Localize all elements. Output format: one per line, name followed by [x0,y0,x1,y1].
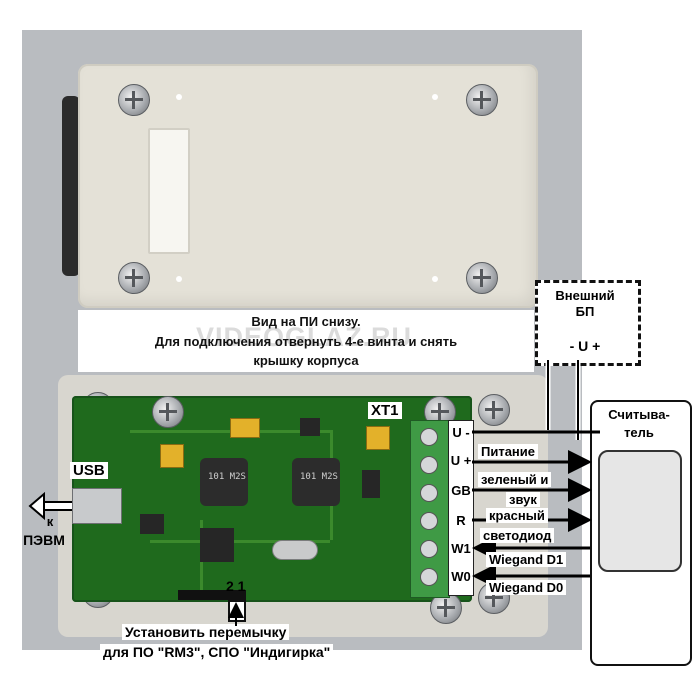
caption-title: Вид на ПИ снизу. [251,314,361,329]
pc-target-label: к [46,514,54,529]
vent-dot [176,276,182,282]
terminal-screw [420,428,438,446]
label-green-sound-cont: звук [506,492,540,507]
vent-dot [432,94,438,100]
caption-instruction-cont: крышку корпуса [253,353,359,368]
psu-title: Внешний БП [535,288,635,320]
inductor-marking: 101 M2S [208,472,246,482]
usb-label: USB [70,462,108,479]
screw-icon [466,262,498,294]
tantalum-capacitor [366,426,390,450]
pin-w1: W1 [451,541,471,556]
pin-r: R [456,513,466,528]
terminal-screw [420,512,438,530]
pin-label-strip: U - U + GB R W1 W0 [448,420,474,596]
jumper-note: Установить перемычку [122,624,290,640]
pc-target-label: ПЭВМ [23,532,65,548]
vent-dot [432,276,438,282]
tantalum-capacitor [160,444,184,468]
inductor: 101 M2S [292,458,340,506]
ic-chip [300,418,320,436]
ic-chip [140,514,164,534]
terminal-screw [420,540,438,558]
crystal-oscillator [272,540,318,560]
terminal-screw [420,484,438,502]
terminal-screw [420,568,438,586]
caption-background [78,310,534,372]
vent-dot [176,94,182,100]
reader-title-line1: Считыва- [608,407,670,422]
screw-icon [118,84,150,116]
label-power: Питание [478,444,539,459]
external-psu-box [535,280,641,366]
jumper-pin-numbers: 2 1 [226,578,246,594]
label-wiegand-d0: Wiegand D0 [486,580,567,595]
reader-title: Считыва- тель [590,406,688,442]
microcontroller-chip [200,528,234,562]
connector-label: XT1 [368,402,402,419]
pin-u-minus: U - [452,425,470,440]
psu-polarity: - U + [569,338,601,354]
reader-window [598,450,682,572]
inductor: 101 M2S [200,458,248,506]
enclosure-edge-shadow [62,96,80,276]
screw-icon [466,84,498,116]
jumper-note-software: для ПО "RM3", СПО "Индигирка" [100,644,334,660]
label-red: красный [486,508,548,523]
pin-w0: W0 [451,569,471,584]
screw-icon [152,396,184,428]
tantalum-capacitor [230,418,260,438]
pin-u-plus: U + [450,453,472,468]
terminal-screw [420,456,438,474]
ic-chip [362,470,380,498]
enclosure-slot [148,128,190,254]
screw-icon [478,394,510,426]
pin-gb: GB [451,483,471,498]
jumper-header [178,590,246,600]
label-green-sound: зеленый и [478,472,552,487]
psu-title-line2: БП [575,304,595,319]
label-wiegand-d1: Wiegand D1 [486,552,567,567]
psu-title-line1: Внешний [555,288,615,303]
watermark: VIDEOGLAZ.RU [196,322,413,352]
screw-icon [118,262,150,294]
reader-title-line2: тель [624,425,654,440]
inductor-marking: 101 M2S [300,472,338,482]
label-red-cont: светодиод [480,528,555,543]
caption-instruction: Для подключения отвернуть 4-е винта и сн… [154,334,458,349]
pcb-trace [150,540,330,543]
usb-connector [72,488,122,524]
